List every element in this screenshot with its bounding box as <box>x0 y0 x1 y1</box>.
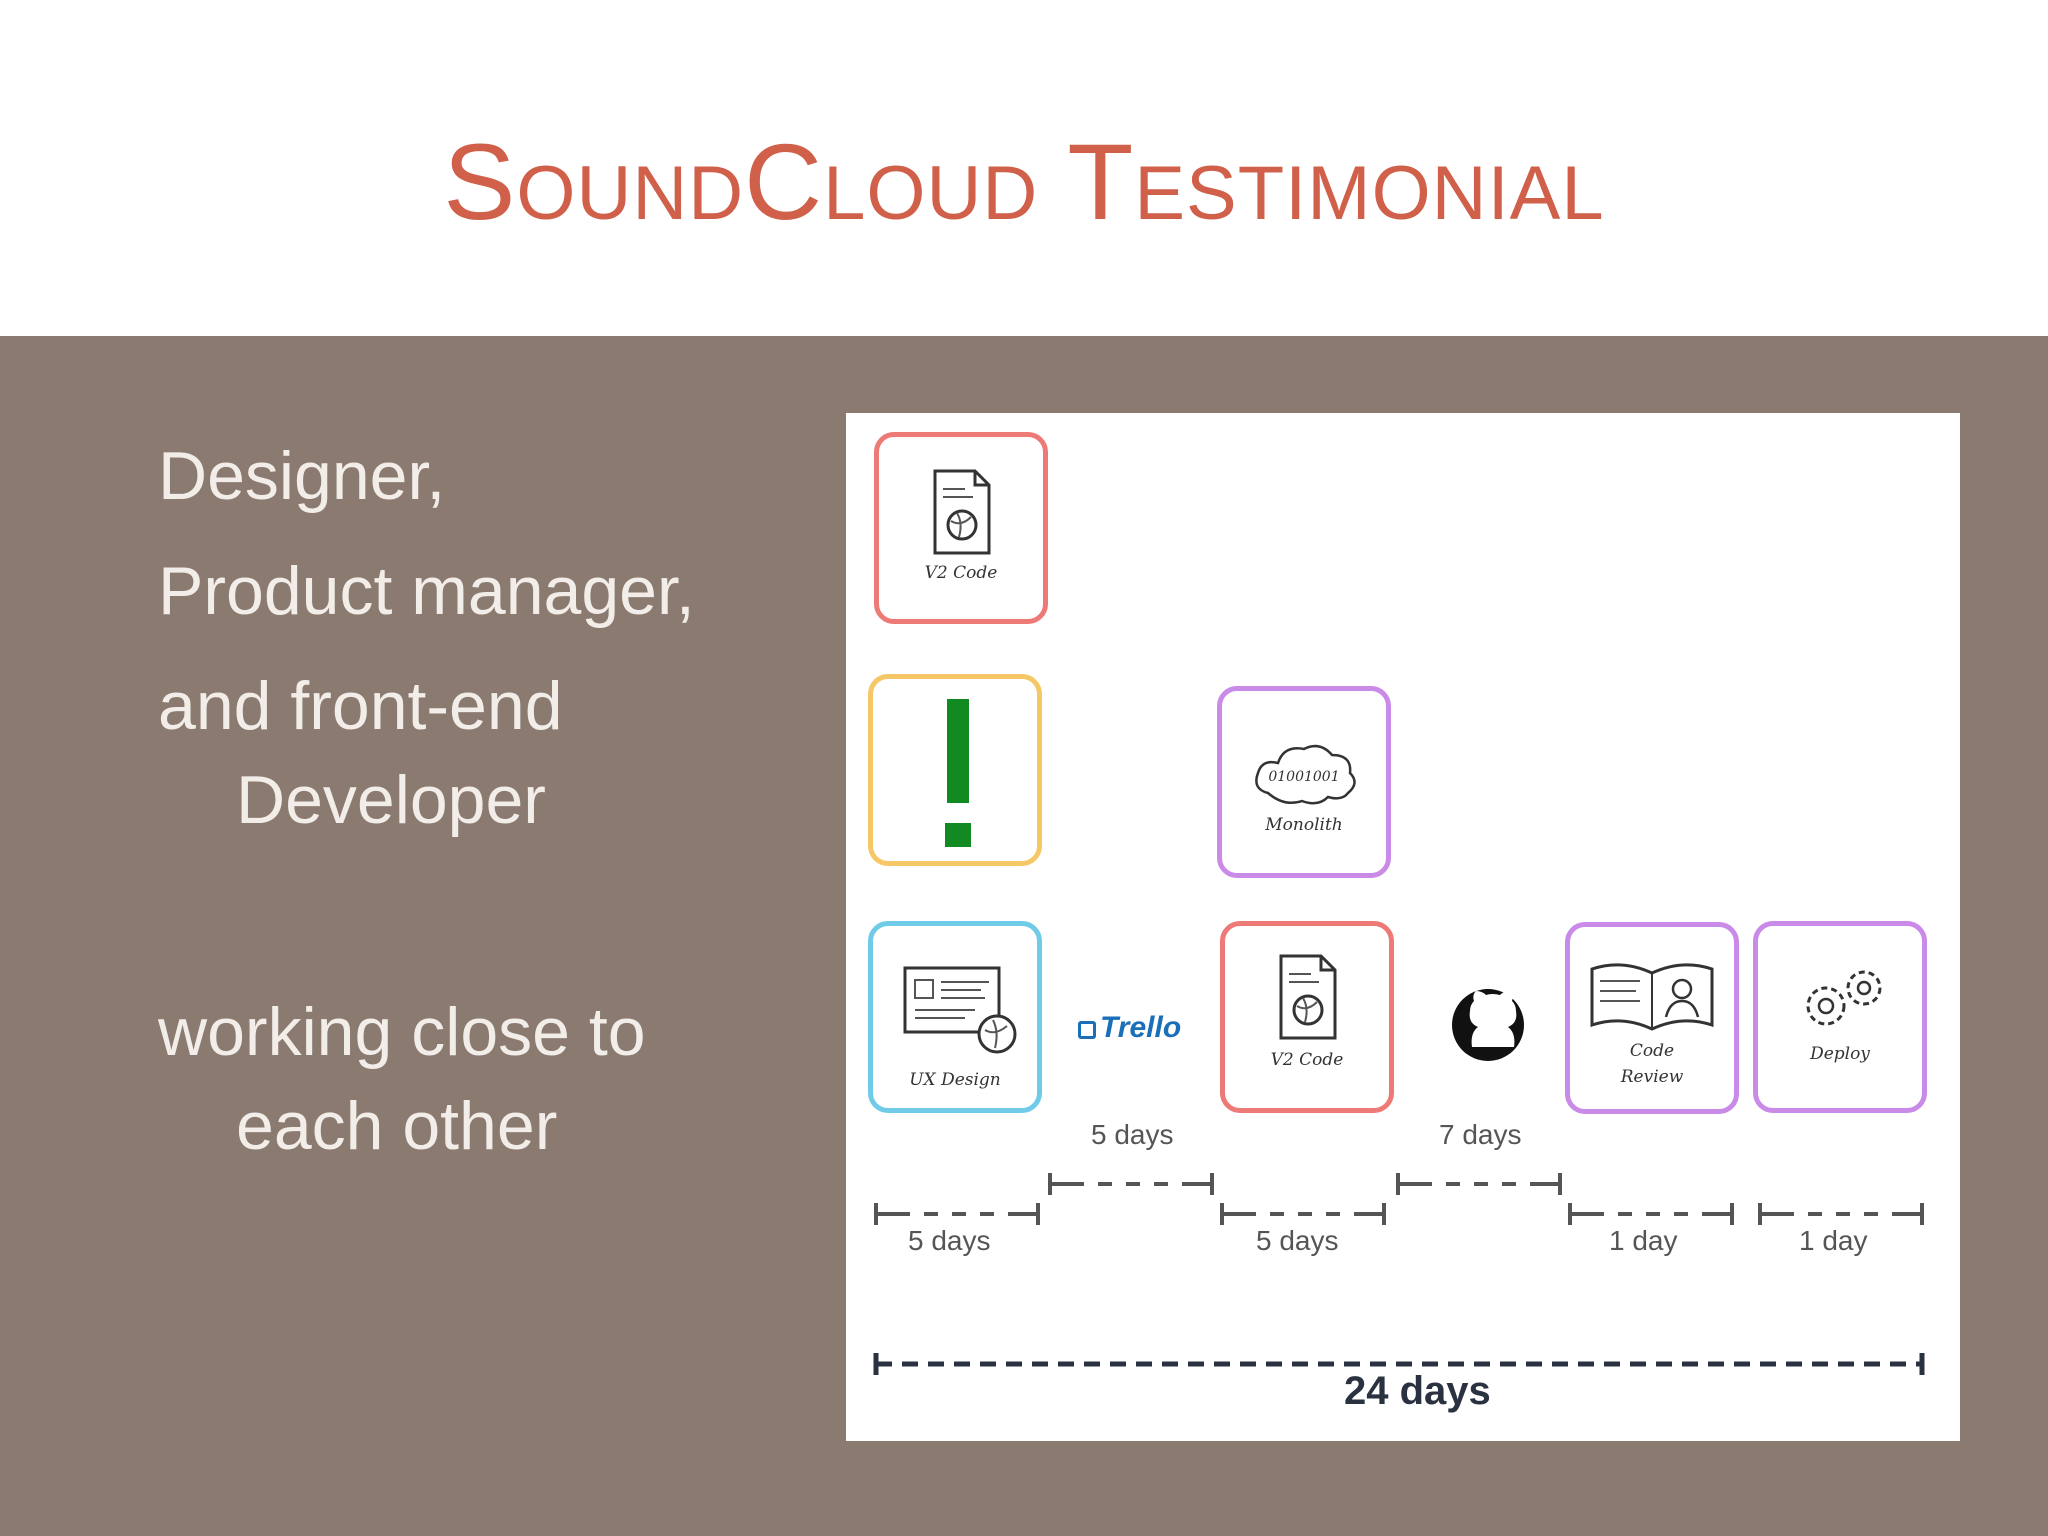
bullet-each-other: each other <box>236 1088 558 1164</box>
book-icon <box>1590 963 1714 1031</box>
bullet-front-end: and front-end <box>158 668 563 744</box>
total-bar <box>873 1353 1925 1375</box>
bar-deploy <box>1758 1203 1924 1225</box>
alert-card <box>868 674 1042 866</box>
trello-icon <box>1078 1021 1096 1039</box>
bullet-product-manager: Product manager, <box>158 553 695 629</box>
github-icon <box>1452 989 1524 1061</box>
bar-trello <box>1048 1173 1214 1195</box>
ux-design-label: UX Design <box>909 1070 1001 1090</box>
document-icon <box>933 469 991 555</box>
duration-code-review: 1 day <box>1609 1225 1678 1256</box>
duration-bars <box>874 1173 1924 1225</box>
gears-icon <box>1806 970 1882 1026</box>
duration-github: 7 days <box>1439 1119 1522 1150</box>
code-review-label-1: Code <box>1629 1041 1675 1061</box>
duration-ux-design: 5 days <box>908 1225 991 1256</box>
exclamation-icon <box>945 699 971 847</box>
timeline-bars <box>873 1173 1925 1375</box>
trello-logo: Trello <box>1078 1011 1181 1045</box>
duration-deploy: 1 day <box>1799 1225 1868 1256</box>
cloud-icon <box>1255 744 1356 805</box>
deploy-card: Deploy <box>1753 921 1927 1113</box>
ux-design-icon <box>903 966 1017 1054</box>
bar-v2-code <box>1220 1203 1386 1225</box>
code-review-card: Code Review <box>1565 922 1739 1114</box>
v2-code-top-card: V2 Code <box>874 432 1048 624</box>
trello-label: Trello <box>1100 1011 1182 1044</box>
bar-ux-design <box>874 1203 1040 1225</box>
timeline-diagram: V2 Code 01001001 Monolith UX Design Trel… <box>846 413 1960 1441</box>
monolith-binary: 01001001 <box>1268 769 1340 785</box>
v2-code-mid-card: V2 Code <box>1220 921 1394 1113</box>
duration-trello: 5 days <box>1091 1119 1174 1150</box>
duration-total: 24 days <box>1344 1369 1491 1413</box>
title-band: SoundCloud Testimonial <box>0 0 2048 336</box>
bullet-designer: Designer, <box>158 438 446 514</box>
duration-v2-code: 5 days <box>1256 1225 1339 1256</box>
monolith-card: 01001001 Monolith <box>1217 686 1391 878</box>
document-icon <box>1279 954 1337 1040</box>
bullet-working-close: working close to <box>158 994 646 1070</box>
code-review-label-2: Review <box>1620 1067 1684 1087</box>
v2-code-top-label: V2 Code <box>924 563 998 583</box>
bar-gaps <box>896 1181 1902 1217</box>
v2-code-mid-label: V2 Code <box>1270 1050 1344 1070</box>
bullet-developer: Developer <box>236 762 546 838</box>
monolith-label: Monolith <box>1265 815 1343 835</box>
bar-code-review <box>1568 1203 1734 1225</box>
bar-github <box>1396 1173 1562 1195</box>
slide-title: SoundCloud Testimonial <box>443 121 1605 242</box>
deploy-label: Deploy <box>1810 1044 1870 1064</box>
ux-design-card: UX Design <box>868 921 1042 1113</box>
